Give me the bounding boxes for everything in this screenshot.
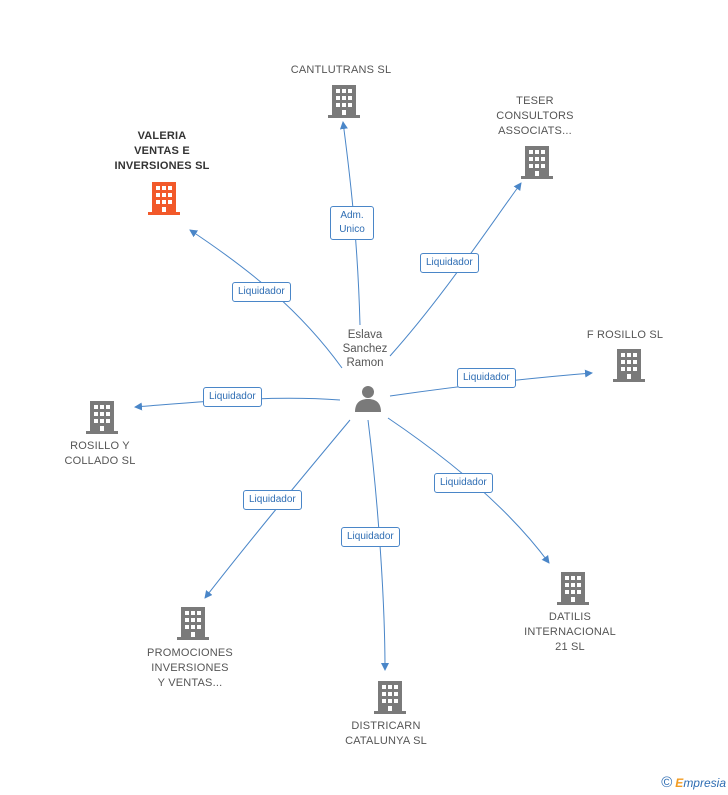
company-name-cantlutrans[interactable]: CANTLUTRANS SL <box>290 64 392 76</box>
relation-label-rosillo-collado: Liquidador <box>203 387 262 407</box>
company-name-datilis[interactable]: DATILIS INTERNACIONAL 21 SL <box>524 611 616 653</box>
brand-watermark: ©Empresia <box>661 774 726 791</box>
building-icon[interactable] <box>521 146 553 179</box>
building-icon[interactable] <box>177 607 209 640</box>
relation-label-valeria: Liquidador <box>232 282 291 302</box>
building-icon[interactable] <box>148 182 180 215</box>
building-icon[interactable] <box>86 401 118 434</box>
relation-label-cantlutrans: Adm. Unico <box>330 206 374 240</box>
edge-districarn <box>367 419 389 671</box>
relation-label-promociones: Liquidador <box>243 490 302 510</box>
relation-label-teser: Liquidador <box>420 253 479 273</box>
company-name-districarn[interactable]: DISTRICARN CATALUNYA SL <box>345 720 427 747</box>
building-icon[interactable] <box>557 572 589 605</box>
company-name-teser[interactable]: TESER CONSULTORS ASSOCIATS... <box>496 95 574 137</box>
company-name-frosillo[interactable]: F ROSILLO SL <box>586 329 664 341</box>
brand-rest: mpresia <box>683 776 726 790</box>
company-name-valeria[interactable]: VALERIA VENTAS E INVERSIONES SL <box>114 130 210 172</box>
company-name-promociones[interactable]: PROMOCIONES INVERSIONES Y VENTAS... <box>147 647 233 689</box>
relation-label-districarn: Liquidador <box>341 527 400 547</box>
relation-label-frosillo: Liquidador <box>457 368 516 388</box>
person-icon[interactable] <box>353 383 383 413</box>
company-name-rosillo-collado[interactable]: ROSILLO Y COLLADO SL <box>64 440 136 467</box>
relation-label-datilis: Liquidador <box>434 473 493 493</box>
building-icon[interactable] <box>374 681 406 714</box>
building-icon[interactable] <box>328 85 360 118</box>
person-name[interactable]: Eslava Sanchez Ramon <box>342 329 388 369</box>
building-icon[interactable] <box>613 349 645 382</box>
copyright-icon: © <box>661 774 673 791</box>
brand-initial: E <box>675 776 684 790</box>
